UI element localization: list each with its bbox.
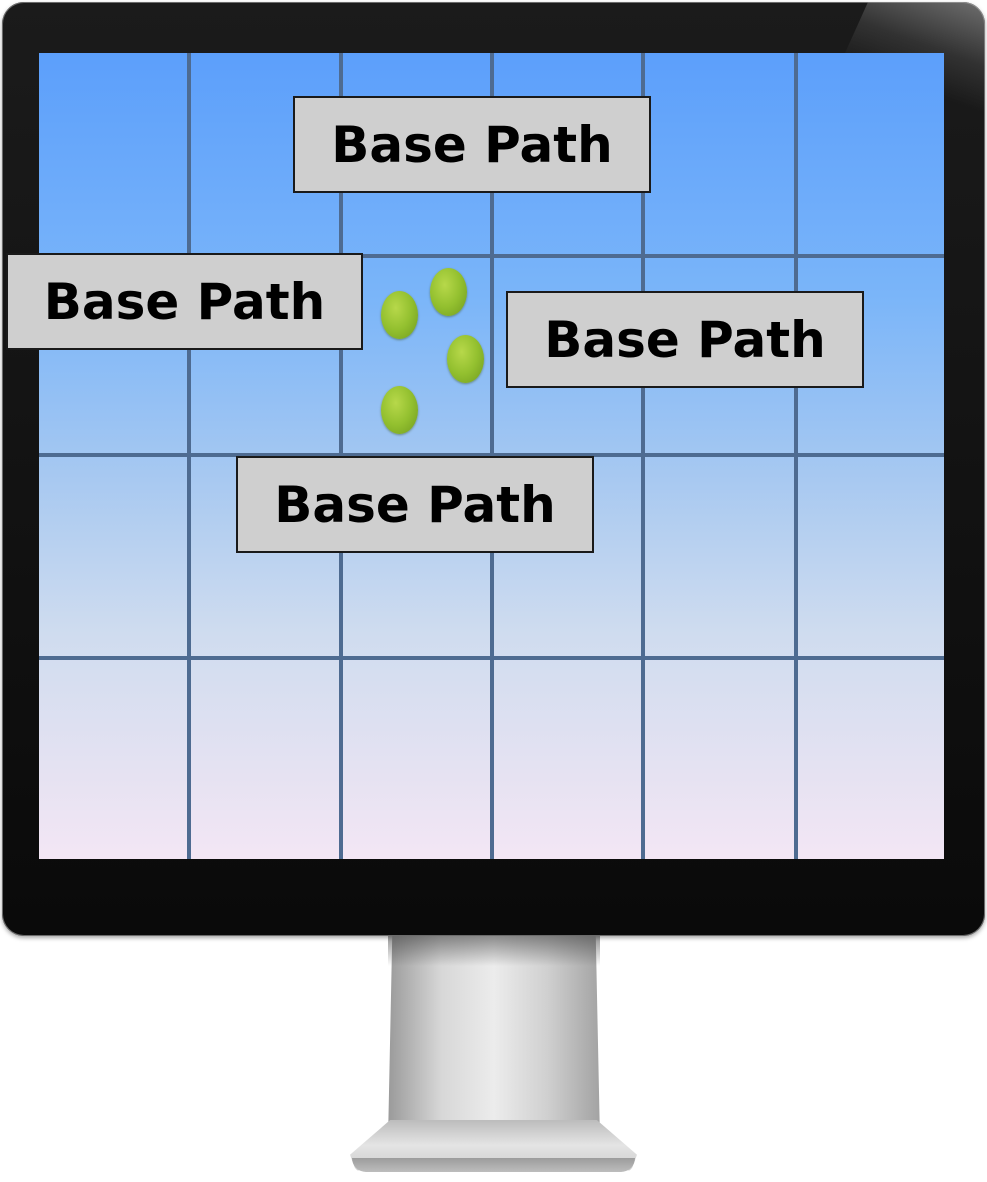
base-path-label-left: Base Path — [6, 253, 363, 350]
base-path-label-bottom: Base Path — [236, 456, 594, 553]
monitor-stand-shadow — [388, 936, 600, 966]
green-dot — [430, 268, 467, 316]
grid-line-horizontal — [39, 254, 944, 258]
green-dot — [381, 291, 418, 339]
green-dot — [447, 335, 484, 383]
base-path-label-top: Base Path — [293, 96, 651, 193]
base-path-label-right: Base Path — [506, 291, 864, 388]
monitor-stand-base-edge — [352, 1158, 635, 1172]
monitor-stand-neck — [388, 936, 600, 1140]
monitor-screen — [39, 53, 944, 859]
grid-line-horizontal — [39, 453, 944, 457]
grid-line-horizontal — [39, 656, 944, 660]
green-dot — [381, 386, 418, 434]
